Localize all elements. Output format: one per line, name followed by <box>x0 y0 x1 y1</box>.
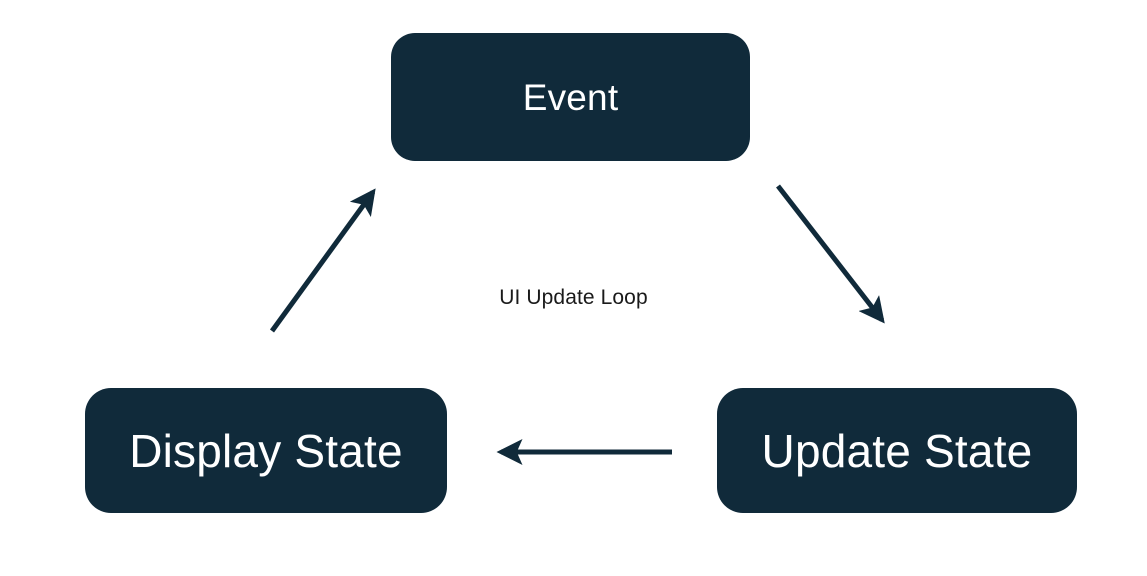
node-event[interactable]: Event <box>391 33 750 161</box>
node-update-state-label: Update State <box>761 424 1033 477</box>
edge-event-to-update-state <box>776 184 885 324</box>
node-update-state[interactable]: Update State <box>717 388 1077 513</box>
diagram-center-label: UI Update Loop <box>499 286 648 309</box>
node-event-label: Event <box>522 76 619 118</box>
node-display-state-label: Display State <box>129 424 403 477</box>
node-display-state[interactable]: Display State <box>85 388 447 513</box>
edge-display-state-to-event <box>269 188 376 333</box>
